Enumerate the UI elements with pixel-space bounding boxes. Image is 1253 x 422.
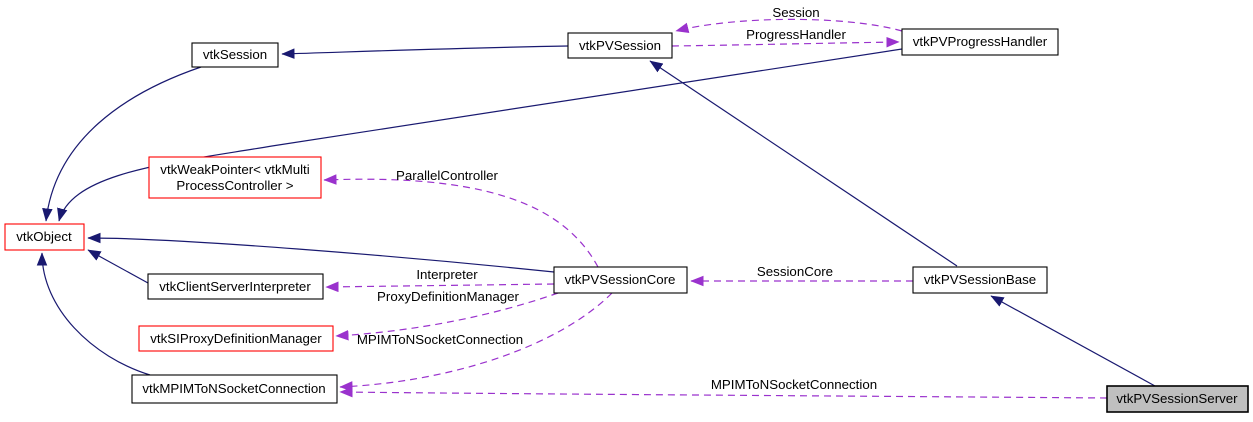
node-vtkPVSessionCore[interactable]: vtkPVSessionCore <box>553 266 688 294</box>
edge-vtkPVSessionServer-extends-vtkPVSessionBase <box>990 295 1156 387</box>
node-vtkPVSessionBase-box[interactable] <box>912 266 1048 294</box>
edge-label-proxydefinitionmanager: ProxyDefinitionManager <box>377 289 519 304</box>
edge-vtkClientServerInterpreter-extends-vtkObject <box>87 249 149 284</box>
node-vtkClientServerInterpreter-box[interactable] <box>147 273 324 300</box>
node-vtkClientServerInterpreter[interactable]: vtkClientServerInterpreter <box>147 273 324 300</box>
node-vtkPVSessionCore-label: vtkPVSessionCore <box>565 272 676 287</box>
edge-label-interpreter: Interpreter <box>416 267 478 282</box>
node-vtkWeakPointer-box[interactable] <box>148 156 322 199</box>
node-vtkPVSessionServer-label: vtkPVSessionServer <box>1116 391 1238 406</box>
edge-vtkPVSession-extends-vtkSession <box>281 45 569 59</box>
edge-parallelcontroller-usage <box>323 174 599 268</box>
edge-label-parallelcontroller: ParallelController <box>396 168 499 183</box>
edge-interpreter-usage <box>325 281 555 293</box>
node-vtkObject-box[interactable] <box>4 223 85 251</box>
edge-session-usage <box>675 18 903 34</box>
node-vtkSIProxyDefinitionManager[interactable]: vtkSIProxyDefinitionManager <box>138 325 334 352</box>
edge-label-mpimtonsocketconnection-server: MPIMToNSocketConnection <box>711 377 877 392</box>
node-vtkPVSessionBase-label: vtkPVSessionBase <box>924 272 1036 287</box>
node-vtkPVSession-box[interactable] <box>567 32 673 59</box>
edge-label-progresshandler: ProgressHandler <box>746 27 846 42</box>
node-vtkObject-label: vtkObject <box>16 229 72 244</box>
node-vtkWeakPointer-vtkMultiProcessController[interactable]: vtkWeakPointer< vtkMulti ProcessControll… <box>148 156 322 199</box>
edge-mpimtonsocketconnection-server-usage <box>339 386 1108 399</box>
node-vtkObject[interactable]: vtkObject <box>4 223 85 251</box>
edge-proxydefinitionmanager-usage <box>335 292 559 341</box>
node-vtkPVSessionServer: vtkPVSessionServer <box>1106 385 1249 413</box>
edge-vtkSession-extends-vtkObject <box>42 66 202 222</box>
edge-mpimtonsocketconnection-core-usage <box>339 292 613 392</box>
edge-label-sessioncore: SessionCore <box>757 264 833 279</box>
node-vtkPVSession[interactable]: vtkPVSession <box>567 32 673 59</box>
edge-vtkPVSessionBase-extends-vtkPVSession <box>649 60 958 267</box>
node-vtkWeakPointer-label-line2: ProcessController > <box>176 178 293 193</box>
node-vtkPVProgressHandler-box[interactable] <box>901 28 1059 56</box>
node-vtkMPIMToNSocketConnection-label: vtkMPIMToNSocketConnection <box>142 381 325 396</box>
node-vtkSIProxyDefinitionManager-label: vtkSIProxyDefinitionManager <box>150 331 322 346</box>
node-vtkClientServerInterpreter-label: vtkClientServerInterpreter <box>159 279 311 294</box>
edge-label-mpimtonsocketconnection-core: MPIMToNSocketConnection <box>357 332 523 347</box>
node-vtkPVSessionServer-box <box>1106 385 1249 413</box>
node-vtkPVSession-label: vtkPVSession <box>579 38 661 53</box>
edge-progresshandler-usage <box>671 36 900 48</box>
node-vtkSIProxyDefinitionManager-box[interactable] <box>138 325 334 352</box>
node-vtkWeakPointer-label-line1: vtkWeakPointer< vtkMulti <box>160 162 309 177</box>
node-vtkSession-box[interactable] <box>191 42 279 68</box>
edge-vtkPVProgressHandler-extends-vtkObject <box>57 48 903 222</box>
node-vtkPVSessionCore-box[interactable] <box>553 266 688 294</box>
node-vtkSession-label: vtkSession <box>203 47 267 62</box>
edge-label-session: Session <box>772 5 819 20</box>
node-vtkMPIMToNSocketConnection-box[interactable] <box>131 374 338 404</box>
node-vtkMPIMToNSocketConnection[interactable]: vtkMPIMToNSocketConnection <box>131 374 338 404</box>
edge-vtkPVSessionCore-extends-vtkObject <box>87 232 555 273</box>
node-vtkSession[interactable]: vtkSession <box>191 42 279 68</box>
node-vtkPVProgressHandler[interactable]: vtkPVProgressHandler <box>901 28 1059 56</box>
node-vtkPVProgressHandler-label: vtkPVProgressHandler <box>913 34 1048 49</box>
node-vtkPVSessionBase[interactable]: vtkPVSessionBase <box>912 266 1048 294</box>
edge-vtkMPIMToNSocketConnection-extends-vtkObject <box>36 252 151 376</box>
